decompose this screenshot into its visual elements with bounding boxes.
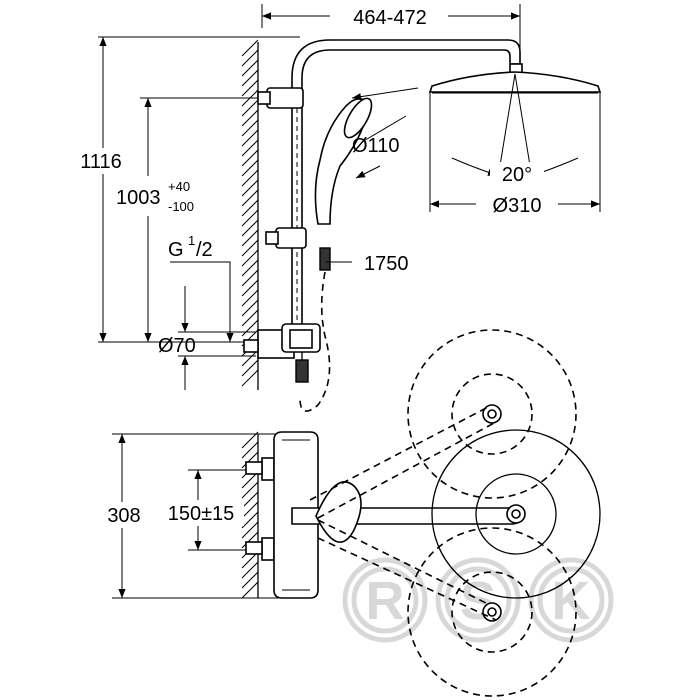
wall-hatch-line [241, 309, 259, 327]
watermark-letter-s: S [460, 571, 496, 631]
wall-hatch-line [241, 359, 259, 377]
wall-hatch-line [241, 79, 259, 97]
wall-hatch-line [241, 269, 259, 287]
wall-hatch-line [241, 109, 259, 127]
thermostat-mixer [243, 323, 321, 383]
shower-hose: 1750 [299, 247, 409, 412]
dim-plan-depth: 308 [107, 505, 140, 527]
dim-mount-height: 1003 [116, 187, 161, 209]
elevation-view: 464-472 1116 1003 +40 -100 G 1 /2 Ø70 [70, 4, 602, 412]
head-shower: Ø310 20° [428, 63, 602, 217]
wall-hatch-line [241, 531, 259, 549]
dim-hose: 1750 [364, 253, 409, 275]
plan-view: 308 150±15 [98, 329, 601, 697]
wall-hatch-line [241, 431, 259, 449]
dim-inlet-spacing: 150±15 [168, 503, 235, 525]
wall-hatch-line [241, 369, 259, 387]
wall-hatch-line [241, 69, 259, 87]
dim-total-height: 1116 [80, 151, 122, 173]
dim-top-width: 464-472 [353, 7, 426, 29]
dim-rosette: Ø70 [158, 335, 196, 357]
dim-headshower: Ø310 [493, 195, 542, 217]
wall-hatch-line [241, 49, 259, 67]
wall-hatch-line [241, 571, 259, 589]
wall-hatch-line [241, 39, 259, 57]
wall-hatch-line [241, 299, 259, 317]
wall-hatch-line [241, 481, 259, 499]
wall-hatch-line [241, 441, 259, 459]
wall-hatch-line [241, 199, 259, 217]
wall-hatch-line [241, 129, 259, 147]
watermark-letter-r: R [366, 571, 405, 631]
wall-hatch-line [241, 249, 259, 267]
wall-hatch-line [241, 239, 259, 257]
wall-hatch-line [241, 59, 259, 77]
wall-hatch-line [241, 259, 259, 277]
wall-hatch-line [241, 159, 259, 177]
wall-hatch-line [241, 119, 259, 137]
dim-angle: 20° [502, 164, 532, 186]
wall-hatch-line [241, 189, 259, 207]
dim-thread-label: G [168, 239, 184, 261]
wall-hatch-line [241, 279, 259, 297]
wall-hatch-line [241, 229, 259, 247]
dim-thread-num: 1 [188, 233, 195, 248]
dim-mount-tol-plus: +40 [168, 179, 190, 194]
wall-hatch-line [241, 511, 259, 529]
head-positions [309, 329, 601, 697]
wall-elevation [241, 39, 259, 390]
wall-hatch-line [241, 451, 259, 469]
dim-thread-den: /2 [196, 239, 213, 261]
wall-hatch-line [241, 581, 259, 599]
wall-hatch-line [241, 561, 259, 579]
dim-handshower: Ø110 [352, 135, 399, 157]
hand-shower: Ø110 [314, 87, 419, 225]
wall-hatch-line [241, 179, 259, 197]
wall-hatch-line [241, 289, 259, 307]
wall-hatch-line [241, 219, 259, 237]
wall-hatch-line [241, 501, 259, 519]
wall-hatch-line [241, 521, 259, 539]
wall-hatch-line [241, 319, 259, 337]
arm-plan [291, 481, 526, 543]
rsk-watermark: R S K [342, 557, 614, 643]
wall-hatch-line [241, 209, 259, 227]
dim-mount-tol-minus: -100 [168, 199, 194, 214]
watermark-letter-k: K [552, 571, 591, 631]
wall-hatch-line [241, 139, 259, 157]
wall-hatch-line [241, 169, 259, 187]
wall-hatch-line [241, 491, 259, 509]
wall-hatch-line [241, 149, 259, 167]
wall-hatch-line [241, 99, 259, 117]
